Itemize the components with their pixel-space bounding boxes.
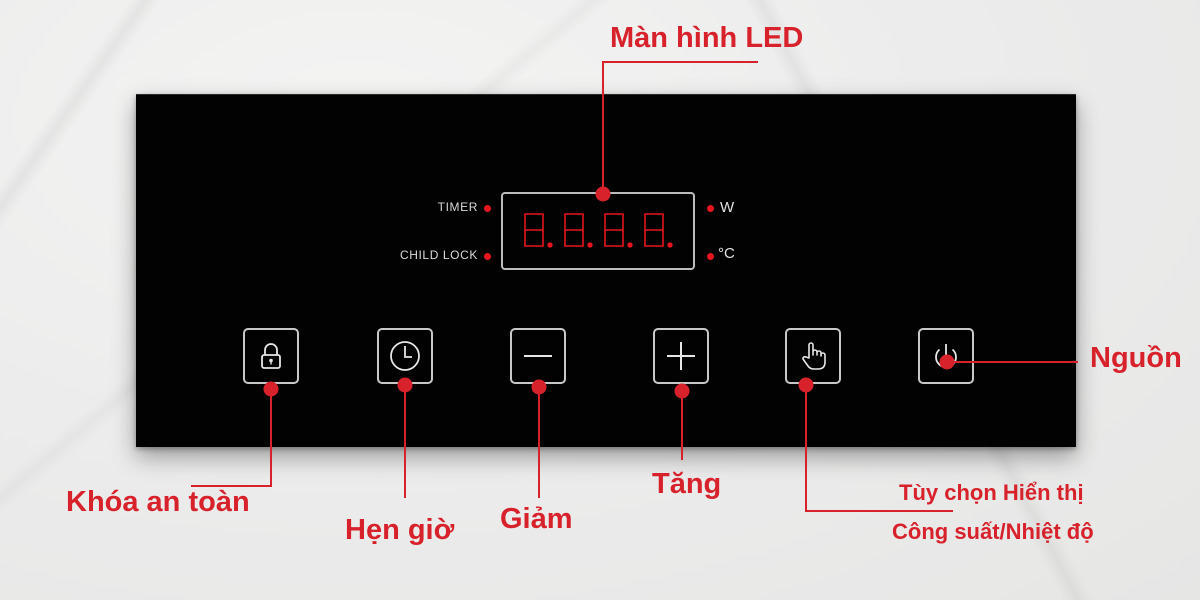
watt-unit-label: W — [720, 199, 735, 216]
led-digit — [521, 211, 555, 251]
display-option-callout-line2: Công suất/Nhiệt độ — [892, 519, 1094, 544]
lock-button[interactable] — [243, 328, 299, 384]
power-callout-line — [947, 361, 1078, 363]
display-option-callout-dot — [798, 377, 814, 393]
display-option-callout-underline — [805, 510, 953, 512]
increase-callout-line — [681, 391, 683, 460]
power-callout-dot — [939, 354, 955, 370]
led-display — [501, 192, 695, 270]
decrease-callout: Giảm — [500, 503, 573, 535]
led-digit — [641, 211, 675, 251]
decrease-callout-dot — [531, 379, 547, 395]
child-lock-indicator-label: CHILD LOCK — [399, 248, 478, 262]
led-callout-line — [602, 62, 604, 194]
clock-icon — [390, 341, 420, 371]
timer-callout: Hẹn giờ — [345, 514, 455, 546]
lock-callout-underline — [191, 485, 272, 487]
decrease-callout-line — [538, 387, 540, 498]
timer-indicator-dot — [484, 205, 491, 212]
display-option-callout-line1: Tùy chọn Hiển thị — [899, 480, 1084, 505]
lock-callout: Khóa an toàn — [66, 486, 250, 518]
power-callout: Nguồn — [1090, 342, 1182, 374]
watt-indicator-dot — [707, 205, 714, 212]
lock-callout-line — [270, 389, 272, 486]
hand-pointer-icon — [802, 342, 826, 370]
lock-callout-dot — [263, 381, 279, 397]
increase-callout-dot — [674, 383, 690, 399]
celsius-unit-label: °C — [718, 245, 735, 262]
plus-icon — [667, 342, 695, 370]
timer-indicator-label: TIMER — [437, 200, 478, 214]
timer-button[interactable] — [377, 328, 433, 384]
induction-control-panel — [136, 94, 1076, 447]
timer-callout-dot — [397, 377, 413, 393]
display-option-button[interactable] — [785, 328, 841, 384]
led-digit — [561, 211, 595, 251]
increase-button[interactable] — [653, 328, 709, 384]
led-display-callout: Màn hình LED — [610, 22, 804, 54]
display-option-callout-line — [805, 385, 807, 512]
led-callout-underline — [602, 61, 758, 63]
decrease-button[interactable] — [510, 328, 566, 384]
celsius-indicator-dot — [707, 253, 714, 260]
led-callout-dot — [595, 186, 611, 202]
lock-icon — [261, 343, 281, 369]
child-lock-indicator-dot — [484, 253, 491, 260]
timer-callout-line — [404, 385, 406, 498]
minus-icon — [524, 355, 552, 357]
led-digit — [601, 211, 635, 251]
increase-callout: Tăng — [652, 468, 722, 500]
